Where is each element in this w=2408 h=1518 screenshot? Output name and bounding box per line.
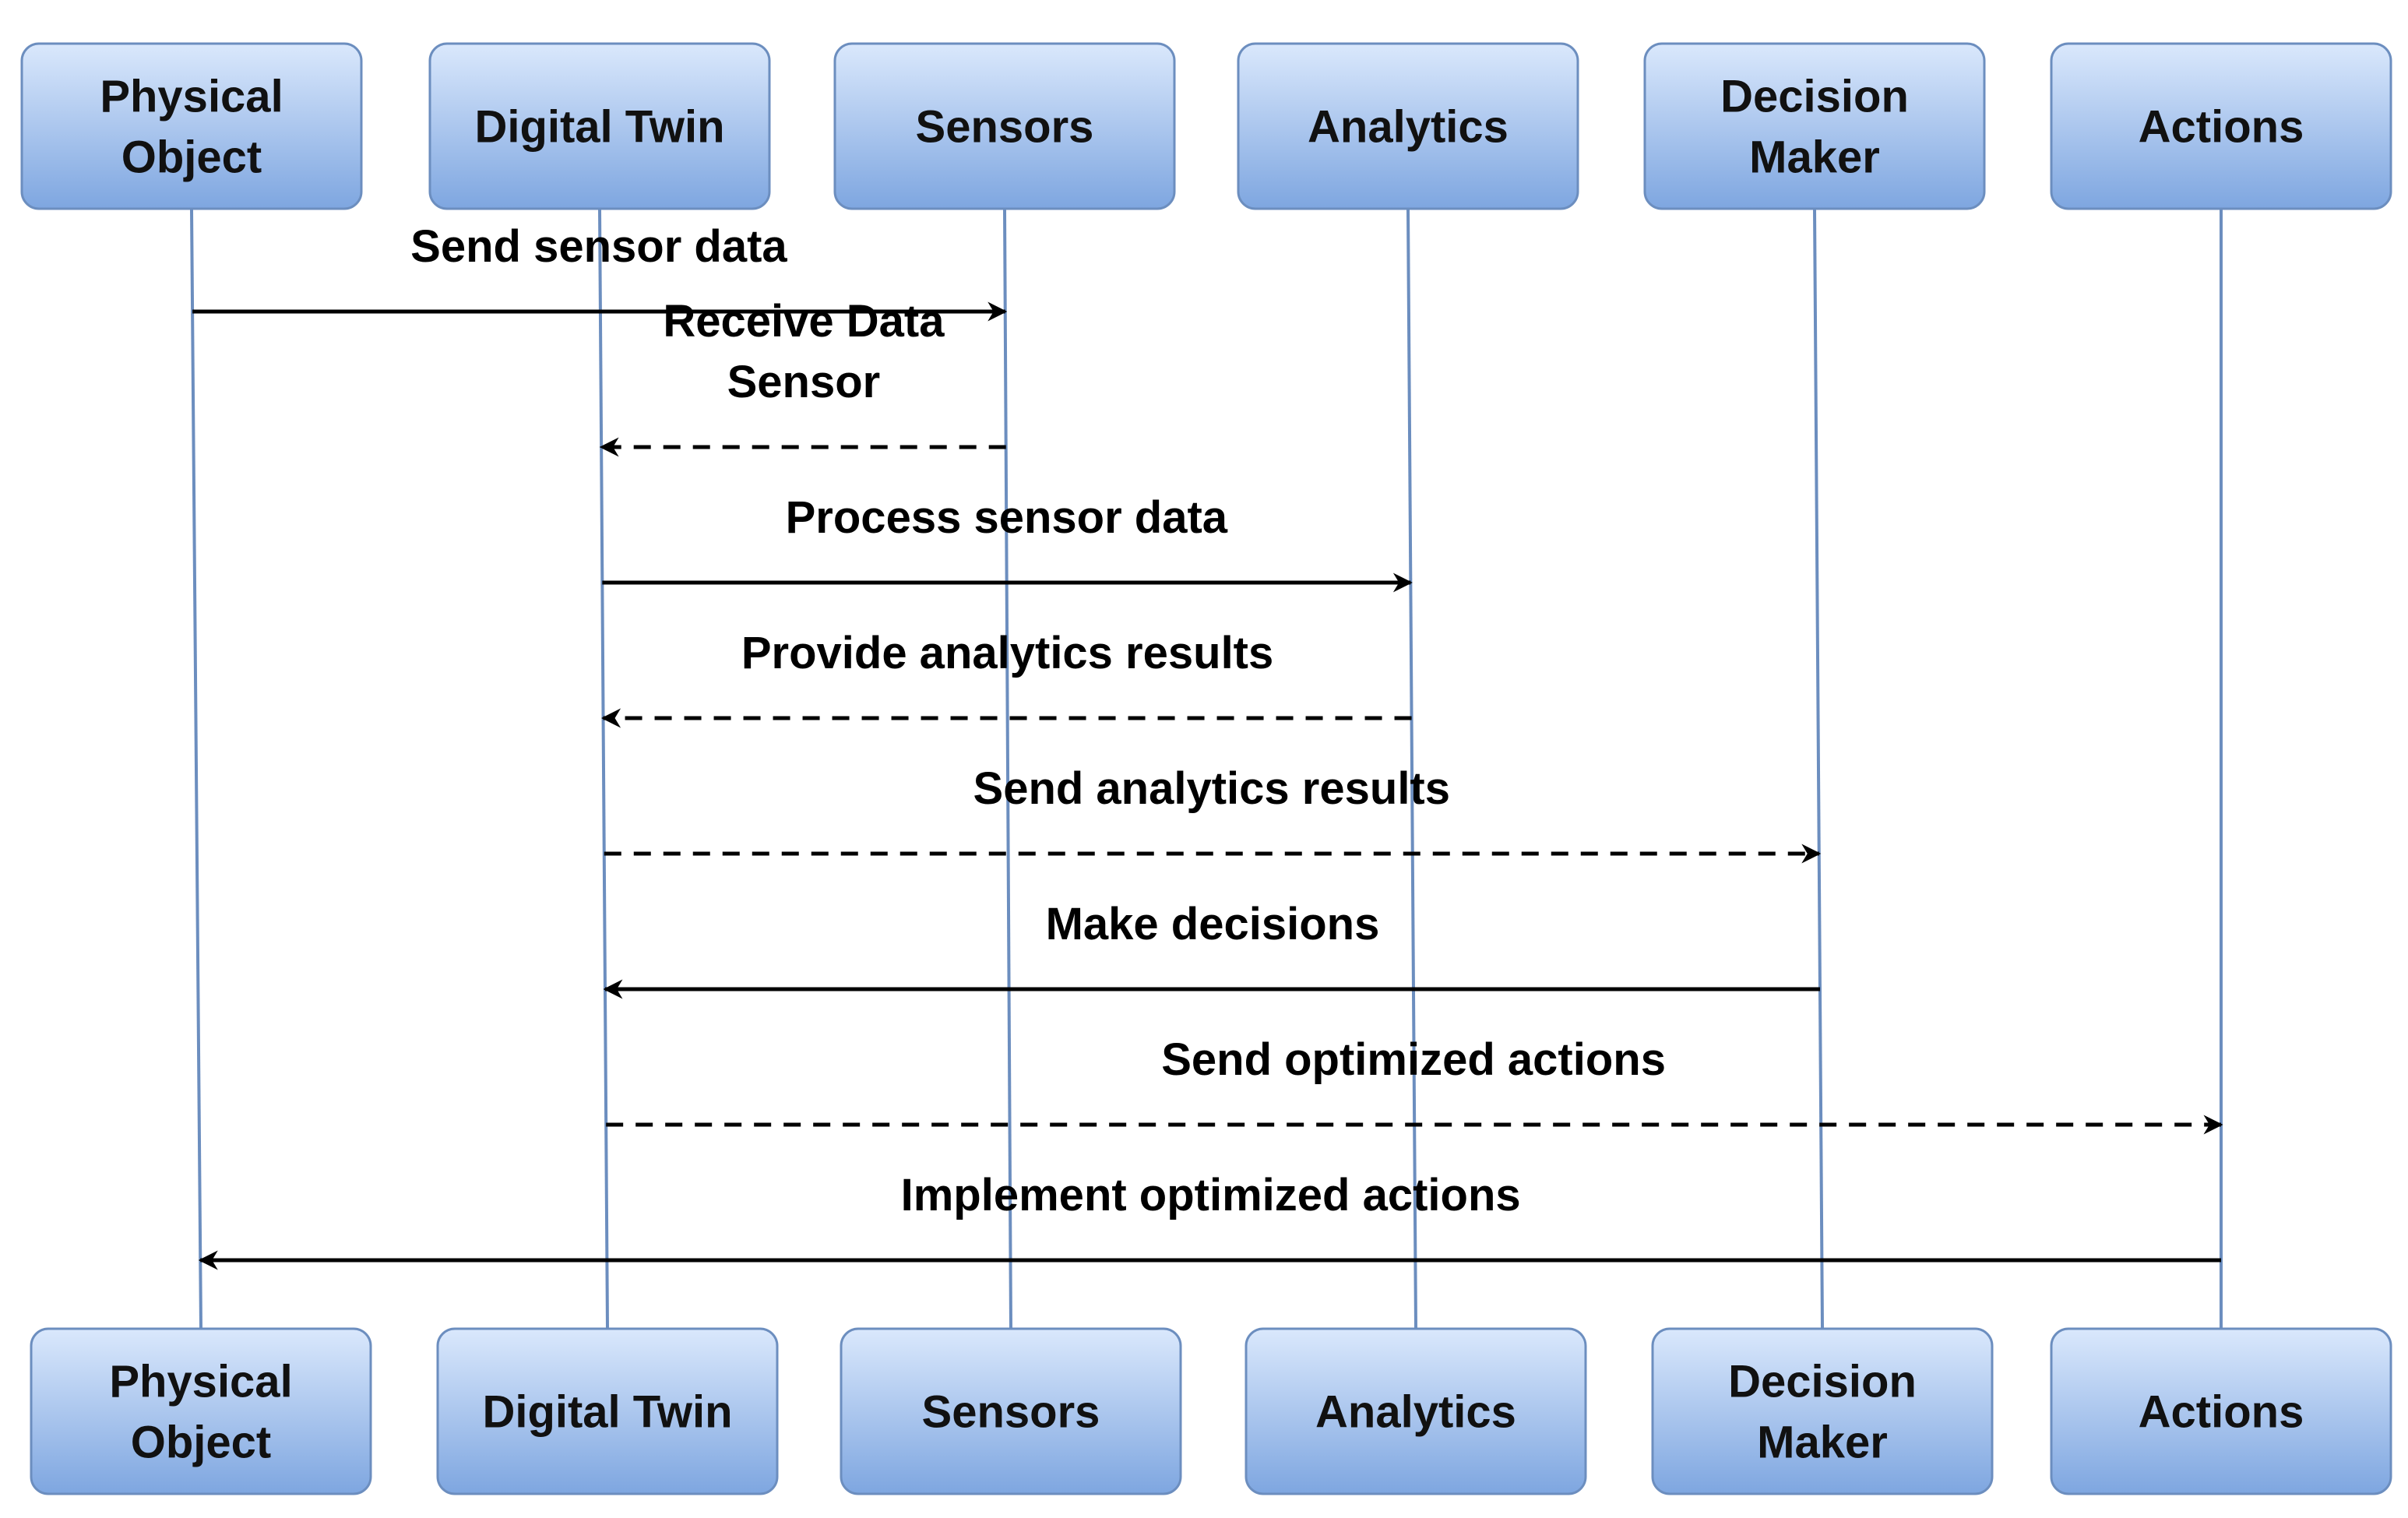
participant-box-bottom-digital-twin: Digital Twin (436, 1327, 779, 1495)
lifelines (190, 208, 2223, 1330)
message-label-send-analytics-results: Send analytics results (973, 763, 1450, 814)
lifeline-analytics (1406, 208, 1417, 1330)
message-label-send-sensor-data: Send sensor data (410, 221, 787, 272)
participant-label-decision-maker: Decision (1728, 1356, 1917, 1407)
message-label-process-sensor-data: Process sensor data (786, 492, 1228, 543)
participant-label-actions: Actions (2139, 1386, 2304, 1437)
participant-label-physical-object: Object (121, 132, 262, 182)
participant-box-top-sensors: Sensors (833, 42, 1176, 210)
lifeline-decision-maker (1813, 208, 1824, 1330)
participant-label-decision-maker: Maker (1749, 132, 1880, 182)
participant-label-physical-object: Object (131, 1417, 272, 1467)
participant-label-digital-twin: Digital Twin (474, 101, 724, 152)
participant-box-bottom-sensors: Sensors (840, 1327, 1182, 1495)
message-label-send-optimized-actions: Send optimized actions (1161, 1034, 1666, 1085)
participant-label-physical-object: Physical (109, 1356, 292, 1407)
lifeline-sensors (1003, 208, 1012, 1330)
message-label-receive-data-sensor: Sensor (727, 357, 881, 407)
participant-label-actions: Actions (2139, 101, 2304, 152)
lifeline-physical-object (190, 208, 202, 1330)
participant-label-decision-maker: Decision (1720, 71, 1909, 122)
message-label-provide-analytics-results: Provide analytics results (741, 628, 1273, 678)
participant-label-analytics: Analytics (1315, 1386, 1516, 1437)
message-label-implement-optimized-actions: Implement optimized actions (901, 1170, 1521, 1220)
participant-label-digital-twin: Digital Twin (482, 1386, 732, 1437)
participant-box-top-analytics: Analytics (1237, 42, 1579, 210)
participant-label-analytics: Analytics (1308, 101, 1509, 152)
participant-box-top-digital-twin: Digital Twin (428, 42, 771, 210)
participant-label-sensors: Sensors (922, 1386, 1100, 1437)
participant-label-sensors: Sensors (916, 101, 1094, 152)
participant-box-bottom-actions: Actions (2050, 1327, 2392, 1495)
message-label-receive-data-sensor: Receive Data (663, 296, 945, 347)
participant-box-top-actions: Actions (2050, 42, 2392, 210)
participant-box-bottom-analytics: Analytics (1244, 1327, 1587, 1495)
message-label-make-decisions: Make decisions (1046, 899, 1380, 949)
lifeline-digital-twin (598, 208, 609, 1330)
participant-label-decision-maker: Maker (1757, 1417, 1888, 1467)
participant-label-physical-object: Physical (100, 71, 283, 122)
